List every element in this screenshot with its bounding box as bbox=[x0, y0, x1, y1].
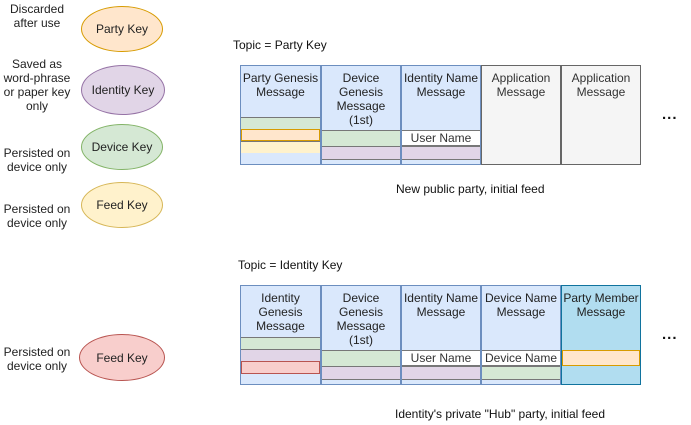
device-key-signature-bar bbox=[482, 366, 560, 380]
device-key-label: Device Key bbox=[91, 140, 153, 154]
feed-key-ellipse: Feed Key bbox=[81, 182, 163, 228]
device-key-signature-bar bbox=[322, 130, 400, 146]
identity-feed-caption: Identity's private "Hub" party, initial … bbox=[395, 407, 606, 421]
device-key-ellipse: Device Key bbox=[81, 124, 163, 170]
party-key-signature-bar bbox=[562, 350, 640, 366]
feed-key-red-ellipse: Feed Key bbox=[79, 334, 165, 381]
party-key-ellipse: Party Key bbox=[81, 6, 163, 52]
user-name-field: User Name bbox=[402, 130, 480, 146]
identity-key-ellipse: Identity Key bbox=[81, 65, 165, 115]
more-messages-ellipsis: ... bbox=[662, 326, 678, 343]
identity-key-label: Identity Key bbox=[91, 83, 155, 97]
device-key-signature-bar bbox=[241, 117, 320, 129]
feed-key-red-label: Feed Key bbox=[96, 350, 148, 365]
feed-key-label: Feed Key bbox=[96, 198, 148, 212]
feed-key-signature-bar bbox=[241, 361, 320, 374]
identity-key-signature-bar bbox=[322, 146, 400, 160]
identity-feed-topic: Topic = Identity Key bbox=[238, 258, 343, 272]
identity-key-signature-bar bbox=[402, 366, 480, 380]
device-key-signature-bar bbox=[241, 337, 320, 349]
more-messages-ellipsis: ... bbox=[662, 106, 678, 123]
party-key-label: Party Key bbox=[95, 22, 149, 36]
device-name-field: Device Name bbox=[482, 350, 560, 366]
party-feed-caption: New public party, initial feed bbox=[396, 182, 545, 196]
party-key-signature-bar bbox=[241, 129, 320, 141]
identity-key-signature-bar bbox=[241, 349, 320, 361]
identity-key-signature-bar bbox=[402, 146, 480, 160]
party-feed-topic: Topic = Party Key bbox=[233, 38, 327, 52]
identity-key-signature-bar bbox=[322, 366, 400, 380]
device-key-signature-bar bbox=[322, 350, 400, 366]
feed-key-signature-bar bbox=[241, 141, 320, 153]
user-name-field: User Name bbox=[402, 350, 480, 366]
